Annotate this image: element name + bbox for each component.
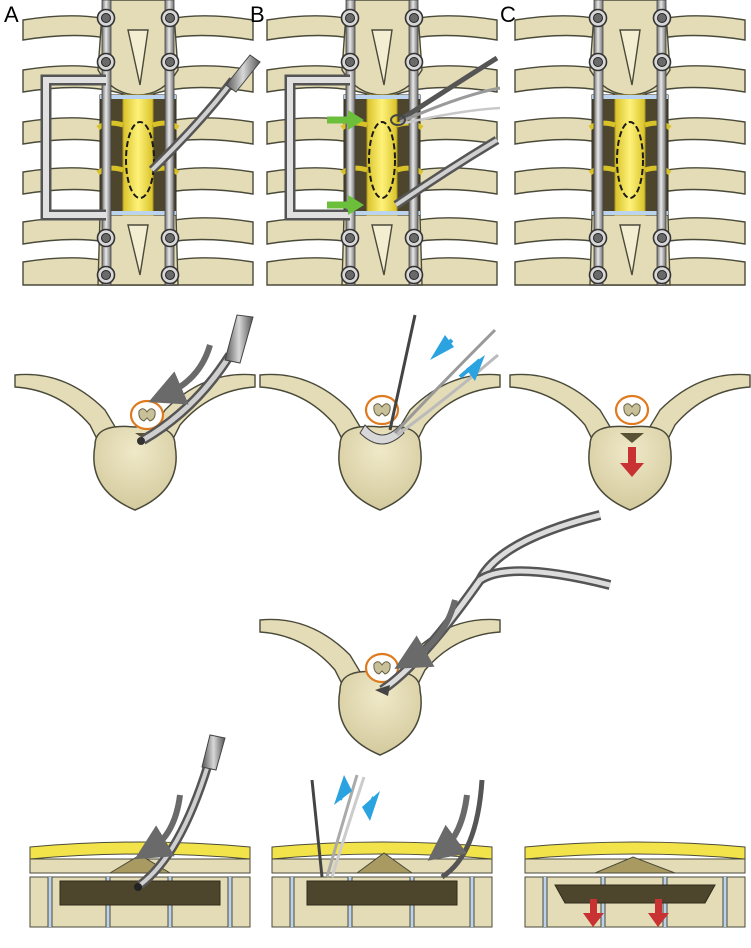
red-arrows-c-lateral [583, 899, 669, 927]
blue-double-arrow-b-axial [430, 335, 485, 381]
panel-b-lateral-view [270, 774, 494, 929]
grey-arrow-b-lateral [427, 794, 470, 861]
panel-c-posterior-view [515, 0, 745, 285]
panel-label-c: C [500, 2, 516, 27]
panel-a-axial-view [14, 314, 256, 511]
panel-b-rongeur-view [259, 510, 612, 756]
grey-arrow-rongeur [394, 599, 458, 669]
green-arrow-upper [327, 110, 364, 130]
panel-a-lateral-view [28, 734, 252, 929]
red-arrow-c-axial [620, 447, 644, 477]
panel-label-b: B [250, 2, 265, 27]
grey-arrow-a-lateral [134, 794, 183, 860]
panel-b-posterior-view [267, 0, 501, 285]
panel-b-axial-view [259, 314, 501, 511]
blue-double-arrow-b-lateral [334, 775, 380, 821]
grey-arrow-a [148, 344, 213, 405]
panel-c-axial-view [509, 373, 751, 511]
panel-label-a: A [4, 2, 19, 27]
green-arrow-lower [327, 195, 364, 215]
panel-a-posterior-view [23, 0, 261, 285]
panel-c-lateral-view [523, 840, 747, 929]
